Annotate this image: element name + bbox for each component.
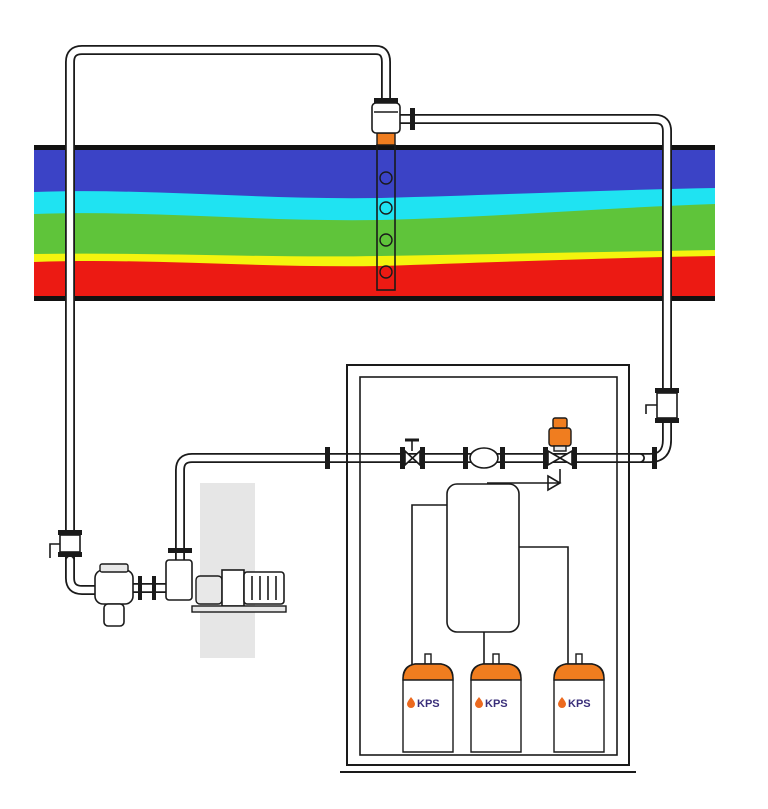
valve-body: [59, 534, 81, 553]
tank-brand-label: KPS: [417, 698, 440, 710]
tank-cap: [402, 663, 454, 681]
pump-icon: [165, 559, 193, 601]
duct-bottom-wall: [34, 296, 715, 301]
tank-cap: [553, 663, 605, 681]
check-valve-icon: [487, 469, 562, 492]
flange: [410, 108, 415, 130]
flange: [374, 98, 398, 103]
pump-base: [191, 605, 287, 613]
motor-flange: [221, 569, 245, 607]
solenoid-valve-icon: [543, 417, 577, 469]
tank-brand-label: KPS: [485, 698, 508, 710]
flange: [168, 548, 192, 553]
flanges: [58, 98, 679, 557]
strainer: [94, 563, 156, 627]
mixing-vessel: [411, 483, 569, 666]
strainer-cover: [99, 563, 129, 573]
tank-right: KPS: [553, 653, 605, 753]
line-to-tank-left: [411, 504, 447, 666]
flange: [655, 388, 679, 393]
motor-icon: [243, 571, 285, 605]
dosing-cabinet: [340, 364, 636, 773]
drop-icon: [475, 697, 483, 708]
nozzle-icon: [379, 265, 393, 279]
right-leg-valve: [645, 392, 678, 419]
cabinet-outer: [346, 364, 630, 766]
duct-top-wall: [34, 145, 715, 150]
lance-orange-collar: [376, 132, 396, 146]
piping: [65, 45, 672, 595]
ball-valve-icon: [400, 438, 425, 469]
flow-meter-icon: [463, 447, 505, 469]
line-to-tank-right: [519, 546, 569, 666]
tank-cap: [470, 663, 522, 681]
flange: [325, 447, 330, 469]
nozzle-icon: [379, 201, 393, 215]
cabinet-inner: [359, 376, 618, 756]
flange: [655, 418, 679, 423]
tank-brand-label: KPS: [568, 698, 591, 710]
drop-icon: [407, 697, 415, 708]
chemical-tanks: KPS KPS KPS: [402, 653, 605, 753]
duct: [34, 145, 715, 301]
flange: [652, 447, 657, 469]
nozzle-icon: [379, 171, 393, 185]
valve-handle-icon: [645, 404, 657, 414]
left-leg-valve: [49, 534, 81, 558]
flange: [58, 530, 82, 535]
strainer-body: [94, 569, 134, 605]
coupling: [195, 575, 223, 605]
lance-valve: [371, 102, 401, 134]
flange: [58, 552, 82, 557]
drop-icon: [558, 697, 566, 708]
pump-unit: [165, 559, 287, 613]
tank-left: KPS: [402, 653, 454, 753]
tank-middle: KPS: [470, 653, 522, 753]
strainer-basket-icon: [103, 603, 125, 627]
nozzle-icon: [379, 233, 393, 247]
valve-body: [371, 102, 401, 134]
valve-body: [656, 392, 678, 419]
mixing-vessel-body: [446, 483, 520, 633]
duct-layer-red: [34, 256, 715, 300]
valve-handle-icon: [49, 543, 60, 558]
